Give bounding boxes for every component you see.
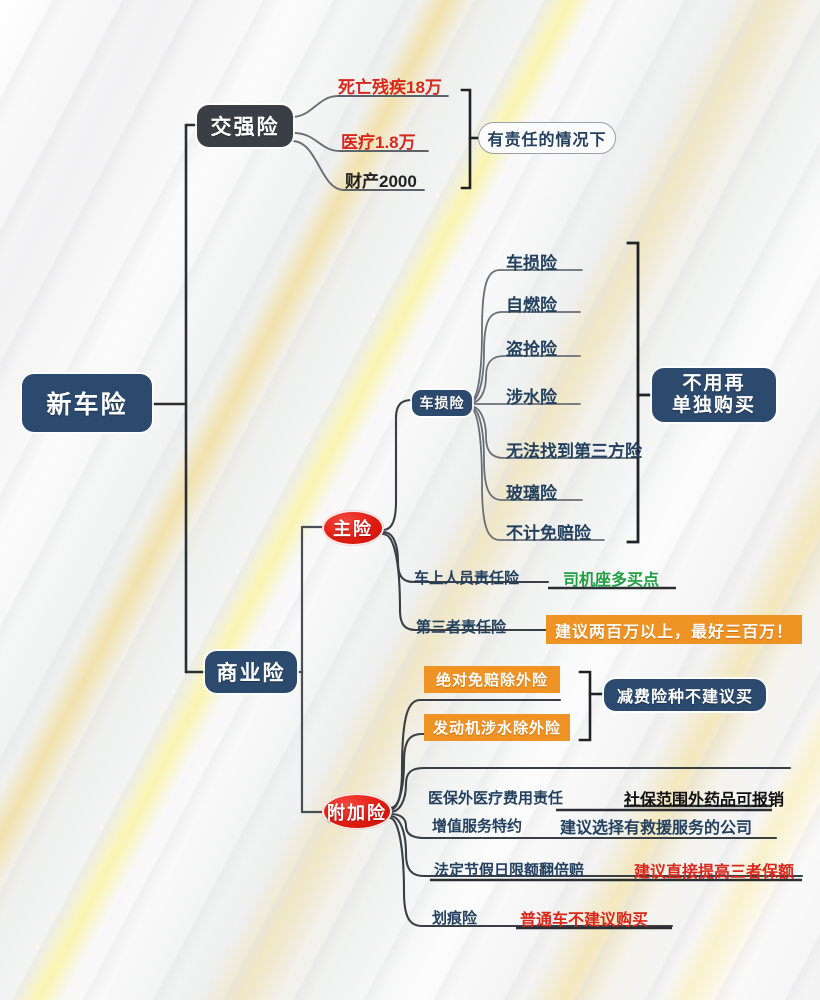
note-fee-reduction-label: 减费险种不建议买	[616, 689, 753, 706]
item-third-party-liability: 第三者责任险	[416, 619, 507, 636]
subleaf-no-deductible: 不计免赔险	[506, 524, 591, 543]
note-third-party-recommendation: 建议两百万以上，最好三百万！	[546, 615, 802, 644]
branch-node-commercial-insurance[interactable]: 商业险	[205, 651, 297, 693]
note-third-party-recommendation-label: 建议两百万以上，最好三百万！	[554, 623, 793, 641]
leaf-death-disability: 死亡残疾18万	[338, 78, 442, 97]
group-node-additional-insurance[interactable]: 附加险	[322, 793, 392, 830]
item-node-vehicle-damage[interactable]: 车损险	[412, 390, 472, 416]
subleaf-self-ignition: 自燃险	[506, 296, 557, 315]
branch-node-compulsory-label: 交强险	[210, 116, 280, 139]
item-absolute-deductible-exclusion-label: 绝对免赔除外险	[435, 672, 548, 689]
note-no-separate-purchase-line1: 不用再	[682, 373, 746, 395]
note-fee-reduction-not-recommended[interactable]: 减费险种不建议买	[604, 679, 766, 711]
subleaf-vehicle-damage: 车损险	[506, 254, 557, 273]
note-with-liability[interactable]: 有责任的情况下	[478, 122, 616, 154]
note-no-separate-purchase[interactable]: 不用再 单独购买	[652, 368, 776, 422]
root-node-new-car-insurance[interactable]: 新车险	[22, 374, 152, 432]
root-node-label: 新车险	[46, 391, 128, 419]
item-value-added-service: 增值服务特约	[432, 818, 523, 835]
subleaf-theft-robbery: 盗抢险	[506, 340, 557, 359]
item-onboard-personnel-liability: 车上人员责任险	[414, 570, 520, 587]
group-node-additional-insurance-label: 附加险	[327, 802, 387, 823]
note-driver-seat-buy-more: 司机座多买点	[563, 572, 660, 589]
group-node-main-insurance[interactable]: 主险	[322, 510, 384, 546]
branch-node-commercial-label: 商业险	[216, 662, 286, 685]
item-out-of-insurance-medical: 医保外医疗费用责任	[428, 790, 564, 807]
note-ordinary-car-not-recommended: 普通车不建议购买	[520, 912, 649, 929]
subleaf-glass: 玻璃险	[506, 484, 557, 503]
subleaf-third-party-not-found: 无法找到第三方险	[506, 442, 642, 461]
leaf-property: 财产2000	[345, 172, 417, 191]
item-engine-wading-exclusion-label: 发动机涉水除外险	[432, 720, 561, 737]
branch-node-compulsory-insurance[interactable]: 交强险	[197, 105, 293, 147]
leaf-medical: 医疗1.8万	[341, 133, 416, 152]
note-choose-company-with-rescue: 建议选择有救援服务的公司	[560, 820, 753, 837]
note-with-liability-label: 有责任的情况下	[487, 132, 607, 149]
note-out-of-social-security-drugs: 社保范围外药品可报销	[624, 792, 785, 809]
group-node-main-insurance-label: 主险	[333, 519, 373, 539]
note-raise-third-party-coverage: 建议直接提高三者保额	[634, 864, 795, 881]
item-scratch-insurance: 划痕险	[432, 910, 478, 927]
item-absolute-deductible-exclusion: 绝对免赔除外险	[424, 666, 560, 693]
item-node-vehicle-damage-label: 车损险	[419, 395, 465, 411]
item-holiday-double-limit: 法定节假日限额翻倍赔	[434, 862, 585, 879]
note-no-separate-purchase-line2: 单独购买	[671, 395, 756, 416]
item-engine-wading-exclusion: 发动机涉水除外险	[424, 714, 570, 741]
subleaf-water-wading: 涉水险	[506, 388, 557, 407]
